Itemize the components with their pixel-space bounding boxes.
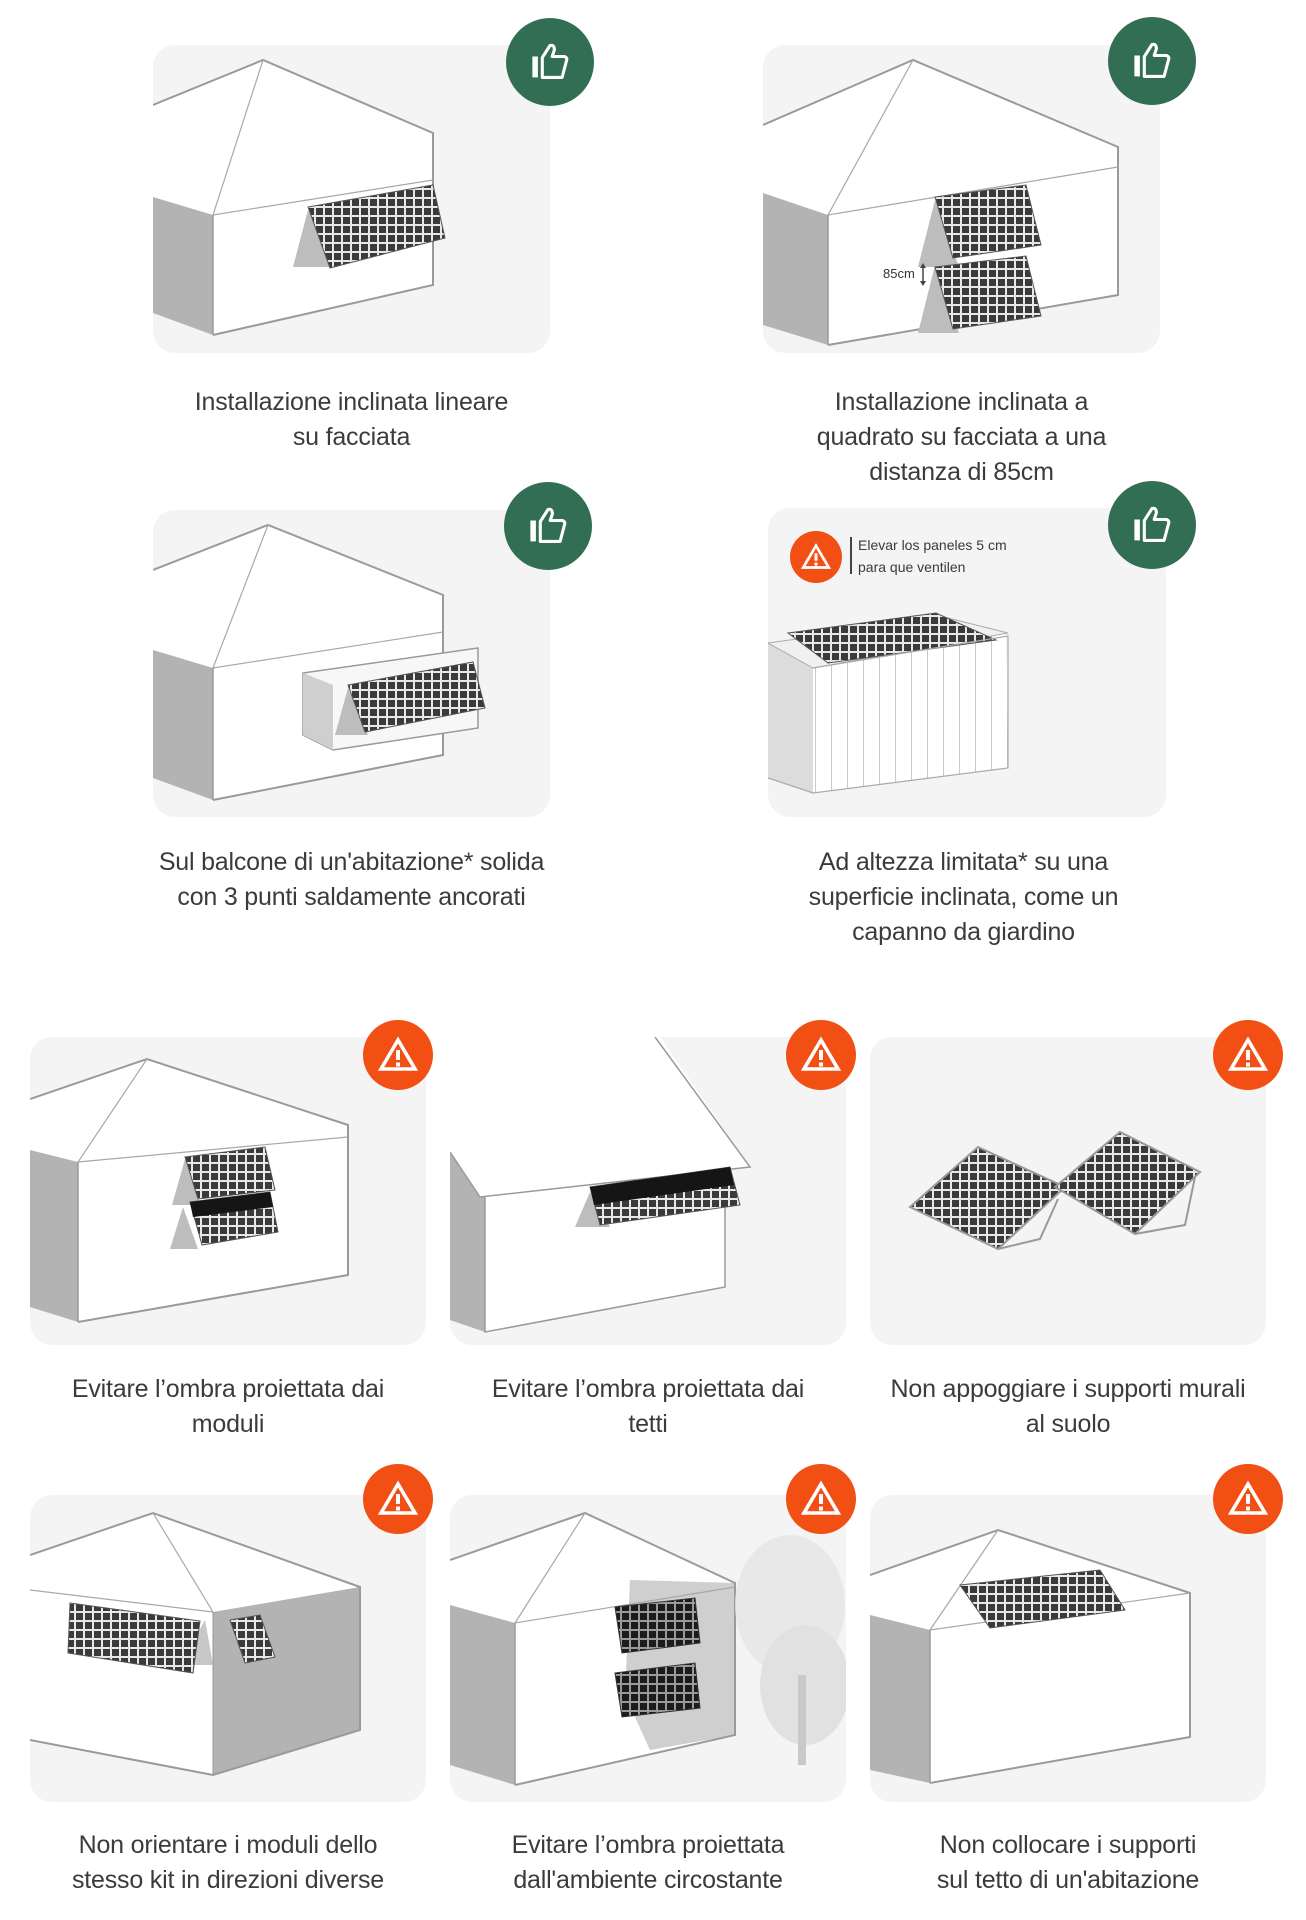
caption-line: Ad altezza limitata* su una — [818, 848, 1109, 876]
caption-linear-facade: Installazione inclinata lineare su facci… — [100, 385, 603, 455]
ventilation-warning-badge — [790, 531, 842, 583]
warning-badge — [363, 1020, 433, 1090]
warning-icon — [1228, 1035, 1268, 1075]
note-line: Elevar los paneles 5 cm — [858, 537, 1007, 553]
house-illustration — [763, 58, 1119, 346]
illustration-card-different-directions — [30, 1495, 426, 1802]
caption-line: Evitare l’ombra proiettata dai — [491, 1375, 805, 1403]
distance-label: 85cm — [883, 266, 915, 281]
caption-line: stesso kit in direzioni diverse — [72, 1866, 384, 1894]
thumbs-up-icon — [526, 504, 570, 548]
caption-line: Non orientare i moduli dello — [78, 1831, 378, 1859]
solar-panels — [229, 1614, 276, 1664]
caption-ground-mount: Non appoggiare i supporti murali al suol… — [858, 1372, 1278, 1442]
caption-line: moduli — [191, 1410, 265, 1438]
caption-line: quadrato su facciata a una — [816, 423, 1107, 451]
solar-panels — [1053, 1130, 1202, 1236]
warning-icon — [801, 542, 831, 572]
caption-line: Non collocare i supporti — [939, 1831, 1197, 1859]
illustration-card-module-shadow — [30, 1037, 426, 1345]
solar-panels — [347, 661, 486, 733]
caption-module-shadow: Evitare l’ombra proiettata dai moduli — [20, 1372, 436, 1442]
caption-line: Non appoggiare i supporti murali — [890, 1375, 1246, 1403]
recommended-badge — [504, 482, 592, 570]
warning-icon — [378, 1035, 418, 1075]
recommended-badge — [1108, 481, 1196, 569]
ventilation-note: Elevar los paneles 5 cm para que ventile… — [858, 534, 1007, 578]
warning-icon — [378, 1479, 418, 1519]
warning-icon — [801, 1479, 841, 1519]
warning-badge — [363, 1464, 433, 1534]
caption-line: sul tetto di un'abitazione — [936, 1866, 1200, 1894]
tree — [735, 1535, 846, 1765]
thumbs-up-icon — [1130, 503, 1174, 547]
shed-illustration — [768, 612, 1009, 794]
roof — [450, 1037, 750, 1197]
ground-panels-illustration — [908, 1130, 1202, 1251]
thumbs-up-icon — [528, 40, 572, 84]
caption-line: tetti — [628, 1410, 668, 1438]
solar-panels — [67, 1602, 201, 1674]
illustration-card-roof-mount — [870, 1495, 1266, 1802]
solar-panels — [307, 184, 446, 269]
solar-panels — [184, 1146, 276, 1200]
illustration-card-environment-shadow — [450, 1495, 846, 1802]
warning-badge — [786, 1464, 856, 1534]
solar-panels — [614, 1662, 701, 1718]
elevation-arrow-icon — [850, 537, 852, 574]
house-illustration — [30, 1511, 361, 1777]
caption-line: Evitare l’ombra proiettata — [511, 1831, 785, 1859]
recommended-badge — [1108, 17, 1196, 105]
caption-square-facade: Installazione inclinata a quadrato su fa… — [710, 385, 1213, 490]
warning-badge — [786, 1020, 856, 1090]
caption-balcony: Sul balcone di un'abitazione* solida con… — [90, 845, 613, 915]
solar-panels — [786, 612, 998, 664]
caption-line: capanno da giardino — [852, 918, 1075, 946]
warning-badge — [1213, 1464, 1283, 1534]
illustration-card-roof-shadow — [450, 1037, 846, 1345]
caption-line: dall'ambiente circostante — [513, 1866, 783, 1894]
house-illustration — [450, 1037, 752, 1333]
recommended-badge — [506, 18, 594, 106]
illustration-card-garden-shed: Elevar los paneles 5 cm para que ventile… — [768, 508, 1166, 817]
solar-panels — [934, 184, 1042, 259]
solar-panels — [934, 255, 1042, 330]
caption-garden-shed: Ad altezza limitata* su una superficie i… — [712, 845, 1215, 950]
caption-line: Evitare l’ombra proiettata dai — [71, 1375, 385, 1403]
house-illustration — [153, 58, 446, 336]
illustration-card-linear-facade — [153, 45, 550, 353]
caption-roof-mount: Non collocare i supporti sul tetto di un… — [860, 1828, 1276, 1898]
caption-line: Installazione inclinata lineare — [194, 388, 509, 416]
house-illustration — [450, 1511, 846, 1786]
house-illustration — [153, 523, 486, 801]
caption-environment-shadow: Evitare l’ombra proiettata dall'ambiente… — [440, 1828, 856, 1898]
caption-line: su facciata — [292, 423, 411, 451]
house-illustration — [30, 1057, 349, 1323]
caption-line: Installazione inclinata a — [834, 388, 1089, 416]
caption-roof-shadow: Evitare l’ombra proiettata dai tetti — [440, 1372, 856, 1442]
illustration-card-balcony — [153, 510, 550, 817]
warning-icon — [1228, 1479, 1268, 1519]
warning-badge — [1213, 1020, 1283, 1090]
caption-line: superficie inclinata, come un — [808, 883, 1119, 911]
caption-line: con 3 punti saldamente ancorati — [177, 883, 526, 911]
note-line: para que ventilen — [858, 559, 966, 575]
house-illustration — [870, 1528, 1191, 1784]
solar-panels — [959, 1569, 1126, 1629]
illustration-card-square-facade: 85cm — [763, 45, 1160, 353]
thumbs-up-icon — [1130, 39, 1174, 83]
caption-line: Sul balcone di un'abitazione* solida — [158, 848, 545, 876]
caption-line: al suolo — [1025, 1410, 1111, 1438]
caption-different-directions: Non orientare i moduli dello stesso kit … — [20, 1828, 436, 1898]
caption-line: distanza di 85cm — [869, 458, 1054, 486]
warning-icon — [801, 1035, 841, 1075]
solar-panels — [614, 1597, 701, 1654]
illustration-card-ground-mount — [870, 1037, 1266, 1345]
